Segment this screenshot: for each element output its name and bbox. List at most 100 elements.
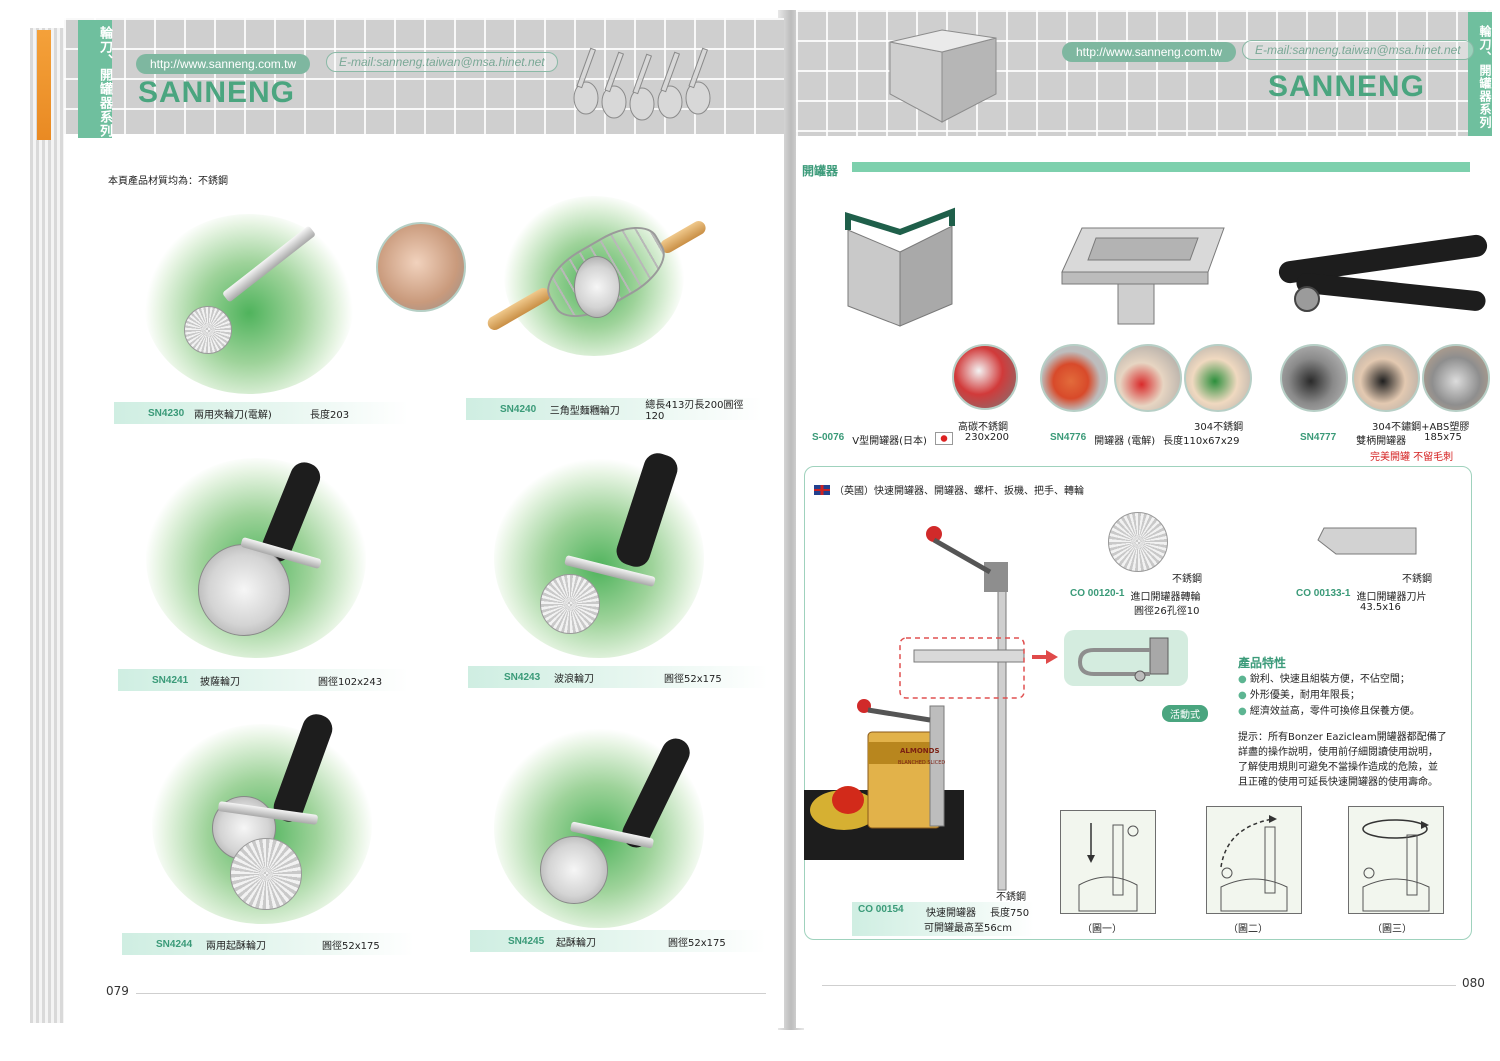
feature-item: ● 銳利、快速且組裝方便，不佔空間； bbox=[1238, 674, 1410, 685]
tip-line: 詳盡的操作說明，使用前仔細閱讀使用說明， bbox=[1238, 747, 1438, 758]
steel-corner-decoration bbox=[889, 29, 997, 123]
product-spec: 長度203 bbox=[310, 409, 350, 421]
usage-photo bbox=[1422, 344, 1490, 412]
left-email[interactable]: E-mail:sanneng.taiwan@msa.hinet.net bbox=[326, 52, 558, 72]
features-title: 產品特性 bbox=[1238, 656, 1287, 670]
tip-line: 且正確的使用可延長快速開罐器的使用壽命。 bbox=[1238, 777, 1438, 788]
uk-opener-box bbox=[804, 466, 1472, 940]
figure-3-label: （圖三） bbox=[1372, 924, 1412, 935]
uk-flag-icon bbox=[814, 484, 830, 495]
product-code: CO 00133-1 bbox=[1296, 588, 1351, 599]
left-url[interactable]: http://www.sanneng.com.tw bbox=[136, 54, 311, 74]
diagram-2-drawing bbox=[1220, 815, 1288, 912]
product-code: SN4240 bbox=[500, 403, 537, 415]
product-code: SN4245 bbox=[508, 935, 545, 947]
flat-opener-image bbox=[1061, 227, 1225, 325]
movable-badge: 活動式 bbox=[1162, 705, 1208, 722]
footer-rule bbox=[136, 993, 766, 994]
usage-photo bbox=[1114, 344, 1182, 412]
usage-photo bbox=[1040, 344, 1108, 412]
fast-opener-image bbox=[804, 526, 1025, 891]
features-list: ● 銳利、快速且組裝方便，不佔空間； ● 外形優美，耐用年限長； ● 經濟效益高… bbox=[1238, 672, 1420, 720]
product-code: S-0076 bbox=[812, 432, 845, 443]
right-url[interactable]: http://www.sanneng.com.tw bbox=[1062, 42, 1237, 62]
product-name: 快速開罐器 bbox=[926, 908, 976, 919]
material-sn4776: 304不銹鋼 bbox=[1194, 422, 1244, 433]
product-spec-2: 可開罐最高至56cm bbox=[924, 923, 1012, 934]
wavy-wheel bbox=[540, 574, 600, 634]
caption-sn4244: SN4244 兩用起酥輪刀 圓徑52x175 bbox=[122, 933, 414, 955]
arrow-right-icon bbox=[1032, 650, 1058, 664]
figure-1-label: （圖一） bbox=[1082, 924, 1122, 935]
caption-co133: CO 00133-1 進口開罐器刀片 bbox=[1296, 588, 1426, 603]
product-spec: 230x200 bbox=[964, 432, 1009, 443]
left-side-tab: 輪刀、開罐器系列 bbox=[78, 20, 112, 138]
product-name: 開罐器 (電解) bbox=[1094, 436, 1156, 447]
product-name: 起酥輪刀 bbox=[556, 937, 596, 949]
right-page: 輪刀、開罐器系列 http://www.sanneng.com.tw E-mai… bbox=[796, 10, 1492, 1028]
product-name: 雙柄開罐器 bbox=[1356, 436, 1407, 447]
tip-line: 提示：所有Bonzer Eazicleam開罐器都配備了 bbox=[1238, 732, 1447, 743]
product-spec: 圓徑102x243 bbox=[318, 676, 383, 688]
product-code: SN4243 bbox=[504, 671, 541, 683]
left-brand: SANNENG bbox=[138, 76, 296, 109]
can-sublabel: BLANCHED SLICED bbox=[898, 760, 946, 766]
section-bar bbox=[852, 162, 1470, 172]
feature-item: ● 經濟效益高，零件可換修且保養方便。 bbox=[1238, 706, 1420, 717]
product-name: 三角型麵糰輪刀 bbox=[549, 405, 620, 417]
product-code: SN4244 bbox=[156, 938, 193, 950]
uk-title: （英國）快速開罐器、開罐器、螺杆、扳機、把手、轉輪 bbox=[834, 486, 1084, 497]
caption-co154: CO 00154 快速開罐器 長度750 可開罐最高至56cm bbox=[852, 902, 1034, 936]
tip-line: 了解使用規則可避免不當操作造成的危險，並 bbox=[1238, 762, 1438, 773]
v-opener-image bbox=[845, 207, 955, 327]
plain-wheel bbox=[540, 836, 608, 904]
figure-2-label: （圖二） bbox=[1228, 924, 1268, 935]
usage-photo bbox=[376, 222, 466, 312]
product-image-bg bbox=[494, 458, 704, 658]
product-name: 進口開罐器刀片 bbox=[1356, 592, 1427, 603]
product-spec: 185x75 bbox=[1424, 432, 1462, 443]
pizza-wheel bbox=[198, 544, 290, 636]
product-spec: 長度110x67x29 bbox=[1163, 436, 1240, 447]
product-name: 披薩輪刀 bbox=[200, 676, 240, 688]
footer-rule bbox=[822, 985, 1456, 986]
diagram-3 bbox=[1348, 806, 1444, 914]
product-code: CO 00154 bbox=[858, 904, 904, 915]
caption-sn4241: SN4241 披薩輪刀 圓徑102x243 bbox=[118, 669, 408, 691]
bullet-icon: ● bbox=[1238, 674, 1250, 685]
product-code: SN4776 bbox=[1050, 432, 1087, 443]
lattice-disc bbox=[574, 256, 620, 318]
right-header bbox=[796, 10, 1492, 136]
product-name: 波浪輪刀 bbox=[554, 673, 594, 685]
caption-sn4245: SN4245 起酥輪刀 圓徑52x175 bbox=[470, 930, 766, 952]
book-edge-color-tab bbox=[37, 30, 51, 140]
product-spec: 長度750 bbox=[990, 908, 1030, 919]
sn4777-note: 完美開罐 不留毛刺 bbox=[1370, 452, 1454, 463]
caption-sn4230: SN4230 兩用夾輪刀(電解) 長度203 bbox=[114, 402, 408, 424]
caption-s0076: S-0076 V型開罐器(日本) 230x200 bbox=[812, 432, 1009, 447]
page-number: 079 bbox=[106, 984, 129, 998]
caption-sn4240: SN4240 三角型麵糰輪刀 總長413刃長200圓徑120 bbox=[466, 398, 762, 422]
feature-item: ● 外形優美，耐用年限長； bbox=[1238, 690, 1360, 701]
blade-image bbox=[1317, 527, 1417, 555]
black-handle bbox=[1295, 272, 1487, 312]
uk-title-row: （英國）快速開罐器、開罐器、螺杆、扳機、把手、轉輪 bbox=[814, 482, 1084, 497]
gear-wheel-image bbox=[1108, 512, 1168, 572]
product-code: CO 00120-1 bbox=[1070, 588, 1125, 599]
spoons-decoration bbox=[573, 47, 711, 121]
usage-tip: 提示：所有Bonzer Eazicleam開罐器都配備了 詳盡的操作說明，使用前… bbox=[1238, 730, 1447, 790]
usage-photo bbox=[952, 344, 1018, 410]
bullet-icon: ● bbox=[1238, 690, 1250, 701]
section-title: 開罐器 bbox=[802, 164, 839, 178]
material-s0076: 高碳不銹鋼 bbox=[958, 422, 1008, 433]
material-co133: 不銹鋼 bbox=[1402, 574, 1432, 585]
right-brand: SANNENG bbox=[1268, 70, 1426, 103]
left-page: 輪刀、開罐器系列 http://www.sanneng.com.tw E-mai… bbox=[64, 18, 784, 1028]
page-number: 080 bbox=[1462, 976, 1485, 990]
diagram-3-drawing bbox=[1362, 819, 1430, 912]
diagram-1-drawing bbox=[1078, 823, 1139, 912]
right-email[interactable]: E-mail:sanneng.taiwan@msa.hinet.net bbox=[1242, 40, 1474, 60]
material-note: 本頁產品材質均為：不銹鋼 bbox=[108, 176, 228, 187]
caption-co120: CO 00120-1 進口開罐器轉輪 bbox=[1070, 588, 1200, 603]
caption-sn4777: SN4777 雙柄開罐器 185x75 bbox=[1300, 432, 1462, 447]
